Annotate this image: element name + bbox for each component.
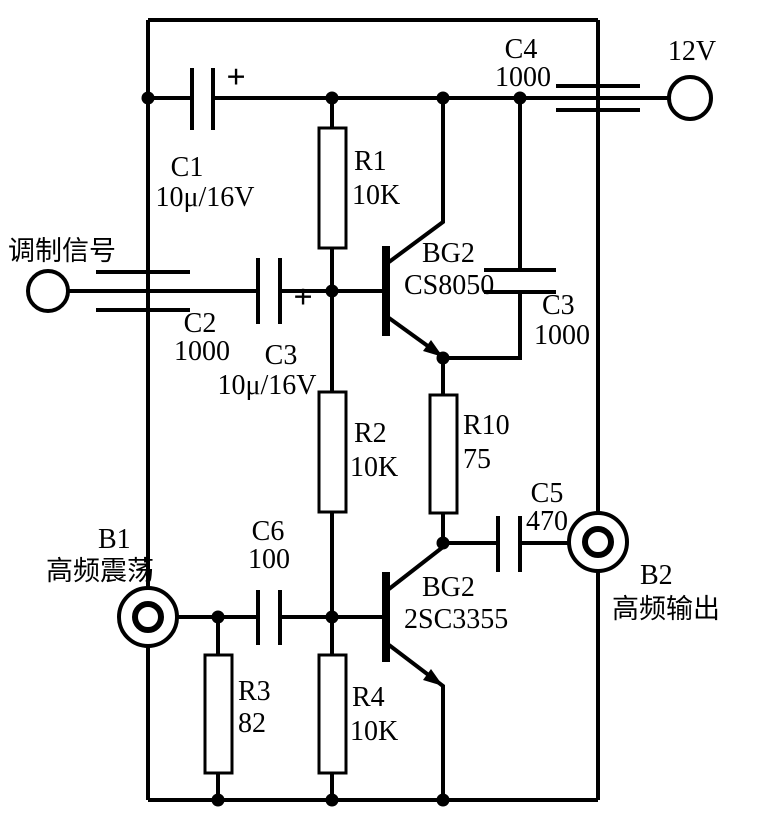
q1-collector-wire (387, 98, 445, 264)
b2-ref-label: B2 (640, 560, 673, 591)
r4-resistor-body (317, 653, 348, 775)
junction-dot (436, 351, 450, 365)
junction-dot (325, 610, 339, 624)
c2-value-label: 1000 (174, 336, 230, 367)
junction-dots (141, 91, 527, 807)
junction-dot (436, 793, 450, 807)
c3-input-capacitor-plates (256, 258, 282, 324)
c6-capacitor-plates (256, 590, 282, 645)
r10-resistor-body (428, 393, 459, 515)
c6-value-label: 100 (248, 544, 290, 575)
junction-dot (325, 284, 339, 298)
q2-ref-label: BG2 (422, 572, 475, 603)
r2-value-label: 10K (350, 452, 398, 483)
c1-plus-sign: + (226, 59, 245, 96)
c2-ref-label: C2 (184, 308, 217, 339)
junction-dot (211, 610, 225, 624)
input-terminal-label: 调制信号 (8, 236, 116, 266)
r3-value-label: 82 (238, 708, 266, 739)
q2-emitter-arrow (423, 669, 443, 686)
r4-ref-label: R4 (352, 682, 385, 713)
junction-dot (325, 91, 339, 105)
c3-input-plus-sign: + (293, 279, 312, 316)
junction-dot (211, 793, 225, 807)
c5-ref-label: C5 (531, 478, 564, 509)
r2-resistor-body (317, 390, 348, 514)
r10-ref-label: R10 (463, 410, 510, 441)
b1-connector-inner (132, 601, 164, 633)
r1-ref-label: R1 (354, 146, 387, 177)
shield-enclosure (146, 18, 600, 802)
r3-resistor-body (203, 653, 234, 775)
junction-dot (325, 793, 339, 807)
r2-ref-label: R2 (354, 418, 387, 449)
c4-value-label: 1000 (495, 62, 551, 93)
r10-value-label: 75 (463, 444, 491, 475)
q2-model-label: 2SC3355 (404, 604, 508, 635)
c2-feedthrough-plates (96, 270, 190, 312)
c3-bypass-ref-label: C3 (542, 290, 575, 321)
junction-dot (436, 91, 450, 105)
c4-feedthrough-plates (556, 84, 640, 112)
q1-emitter-arrow (423, 340, 443, 357)
supply-voltage-label: 12V (668, 36, 716, 67)
r1-value-label: 10K (352, 180, 400, 211)
b1-ref-label: B1 (98, 524, 131, 555)
c1-value-label: 10μ/16V (155, 182, 254, 213)
c3-bypass-capacitor-plates (484, 268, 556, 294)
b1-function-label: 高频震荡 (46, 556, 154, 586)
c1-ref-label: C1 (171, 152, 204, 183)
q1-model-label: CS8050 (404, 270, 494, 301)
q1-ref-label: BG2 (422, 238, 475, 269)
c5-capacitor-plates (496, 516, 522, 572)
c4-ref-label: C4 (505, 34, 538, 65)
r3-ref-label: R3 (238, 676, 271, 707)
c3-input-ref-label: C3 (265, 340, 298, 371)
c5-value-label: 470 (526, 506, 568, 537)
junction-dot (436, 536, 450, 550)
supply-terminal-circle (667, 75, 713, 121)
c3-bypass-value-label: 1000 (534, 320, 590, 351)
q1-emitter-net-wire (441, 292, 522, 395)
b2-function-label: 高频输出 (612, 594, 720, 624)
junction-dot (141, 91, 155, 105)
input-terminal-circle (26, 269, 70, 313)
r4-value-label: 10K (350, 716, 398, 747)
b2-connector-inner (582, 526, 614, 558)
c3-input-value-label: 10μ/16V (217, 370, 316, 401)
junction-dot (513, 91, 527, 105)
c1-capacitor-plates (190, 68, 215, 130)
r1-resistor-body (317, 126, 348, 250)
c6-ref-label: C6 (252, 516, 285, 547)
